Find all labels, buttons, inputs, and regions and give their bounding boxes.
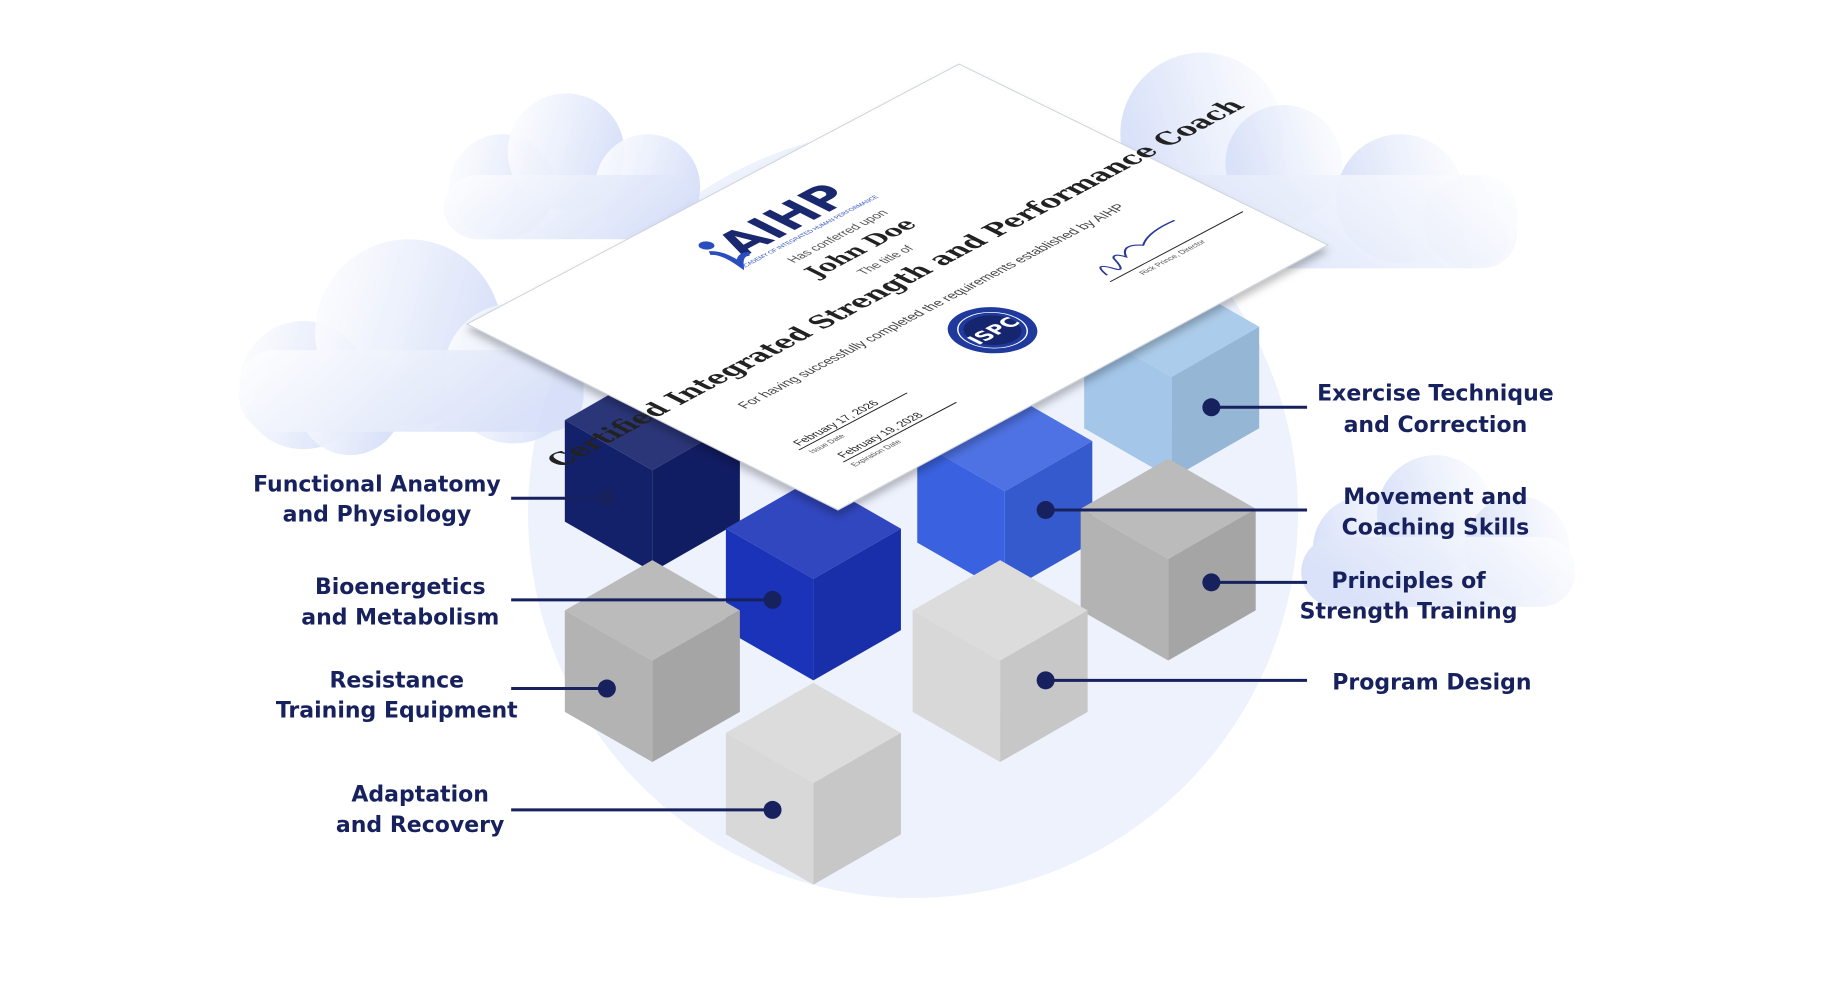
certificate-paper (465, 63, 1330, 511)
connector-exercise-technique (1202, 398, 1308, 417)
connector-dot (1036, 500, 1055, 519)
topic-label-line: and Physiology (283, 503, 472, 528)
connector-program-design (1036, 671, 1308, 690)
connector-bioenergetics (511, 590, 782, 609)
topic-label-line: Strength Training (1300, 600, 1518, 625)
connector-dot (1036, 671, 1055, 690)
connector-dot (597, 489, 616, 508)
topic-label-line: Program Design (1332, 671, 1531, 696)
connector-dot (1202, 573, 1221, 592)
topic-label-line: Principles of (1331, 569, 1486, 594)
topic-label-line: Adaptation (351, 783, 489, 808)
connector-dot (597, 679, 616, 698)
cube-light-gray-right (912, 560, 1088, 763)
cloud-right (1301, 455, 1576, 607)
topic-label-line: and Recovery (336, 813, 504, 838)
connector-functional-anatomy (511, 489, 616, 508)
connector-adaptation (511, 800, 782, 819)
cloud-top-left (443, 93, 701, 240)
connector-dot (763, 800, 782, 819)
connector-principles-strength (1202, 573, 1308, 592)
cube-top-face (912, 560, 1088, 661)
cube-left-face (1080, 508, 1169, 661)
cube-right-face (652, 420, 740, 572)
topic-label-line: Training Equipment (276, 699, 518, 724)
connector-dot (1202, 398, 1221, 417)
cube-right-face (813, 528, 901, 681)
topic-label-line: and Correction (1344, 413, 1528, 438)
signature (1099, 219, 1176, 276)
topic-label-line: Functional Anatomy (253, 472, 501, 497)
cube-left-face (912, 610, 1001, 763)
connector-resistance-equipment (511, 679, 616, 698)
topic-label-line: Coaching Skills (1342, 515, 1530, 540)
topic-label-line: Bioenergetics (315, 575, 486, 600)
cube-right-face (652, 610, 740, 763)
cube-left-face (917, 441, 1005, 593)
topic-label-right-4: Program Design (1332, 671, 1531, 696)
certificate (465, 63, 1330, 511)
topic-label-line: Movement and (1343, 485, 1527, 510)
cube-right-face (813, 732, 901, 885)
cube-top-face (564, 560, 740, 661)
connector-movement-coaching (1036, 500, 1308, 519)
cloud-left (239, 239, 584, 456)
topic-label-left-4: Adaptation and Recovery (336, 783, 504, 838)
topic-label-line: Exercise Technique (1317, 381, 1554, 406)
topic-label-line: Resistance (329, 668, 464, 693)
topic-label-right-3: Principles of Strength Training (1300, 569, 1518, 624)
topic-label-left-2: Bioenergetics and Metabolism (301, 575, 499, 630)
ispc-seal: ISPC (947, 307, 1038, 354)
topic-label-line: and Metabolism (301, 605, 499, 630)
connector-dot (763, 590, 782, 609)
topic-label-right-1: Exercise Technique and Correction (1317, 381, 1554, 438)
cube-top-face (725, 478, 901, 579)
topic-label-left-1: Functional Anatomy and Physiology (253, 472, 501, 527)
